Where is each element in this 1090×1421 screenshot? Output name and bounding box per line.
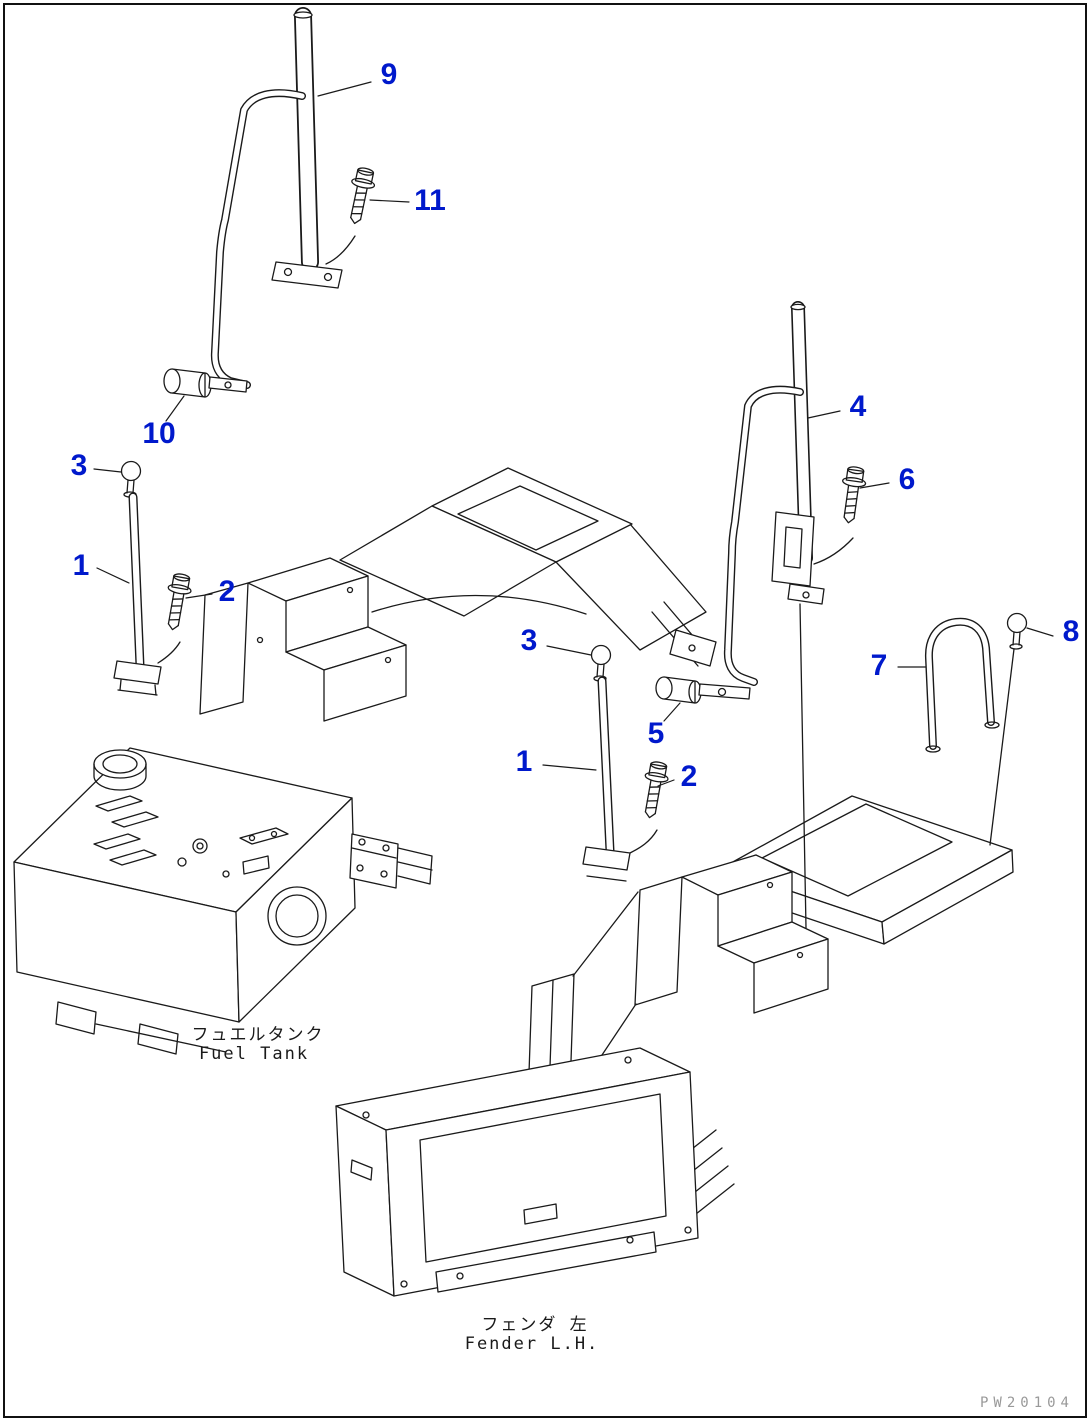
post-1-center-drawing <box>582 676 631 882</box>
bolt-6-drawing <box>813 464 869 565</box>
callout-6: 6 <box>898 463 916 496</box>
callout-7: 7 <box>870 649 888 682</box>
leader-lines <box>93 81 1054 787</box>
callout-2-center: 2 <box>680 760 698 793</box>
callout-3-center: 3 <box>520 624 538 657</box>
callout-1-left: 1 <box>72 549 90 582</box>
callout-5: 5 <box>647 717 665 750</box>
callout-3-left: 3 <box>70 449 88 482</box>
knob-8-drawing <box>989 612 1028 846</box>
callout-4: 4 <box>849 390 867 423</box>
fender-lh-drawing <box>335 795 1014 1297</box>
fuel-tank-drawing <box>13 747 433 1055</box>
drawing-number: PW20104 <box>979 1395 1074 1411</box>
bolt-2-center-drawing <box>629 759 672 854</box>
knob-3-center-drawing <box>590 644 612 682</box>
callout-9: 9 <box>380 58 398 91</box>
fender-upper-drawing <box>199 467 717 722</box>
page-border <box>3 3 1087 1418</box>
fuel-tank-label-jp: フュエルタンク <box>191 1025 325 1045</box>
clamp-10-drawing <box>163 368 248 398</box>
bolt-2-left-drawing <box>157 571 195 664</box>
callout-11: 11 <box>414 184 446 217</box>
knob-3-left-drawing <box>120 460 142 498</box>
handrail-4-drawing <box>723 301 825 929</box>
bolt-11-drawing <box>325 165 379 265</box>
callout-1-center: 1 <box>515 745 533 778</box>
callout-2-left: 2 <box>218 575 236 608</box>
fuel-tank-label-en: Fuel Tank <box>198 1044 310 1064</box>
handrail-9-drawing <box>210 7 343 389</box>
clamp-5-drawing <box>655 676 751 704</box>
callout-10: 10 <box>142 417 176 450</box>
fender-label-jp: フェンダ 左 <box>481 1315 589 1335</box>
callout-8: 8 <box>1062 615 1080 648</box>
fender-label-en: Fender L.H. <box>464 1334 600 1354</box>
handle-7-drawing <box>924 617 1000 753</box>
post-1-left-drawing <box>113 492 162 696</box>
